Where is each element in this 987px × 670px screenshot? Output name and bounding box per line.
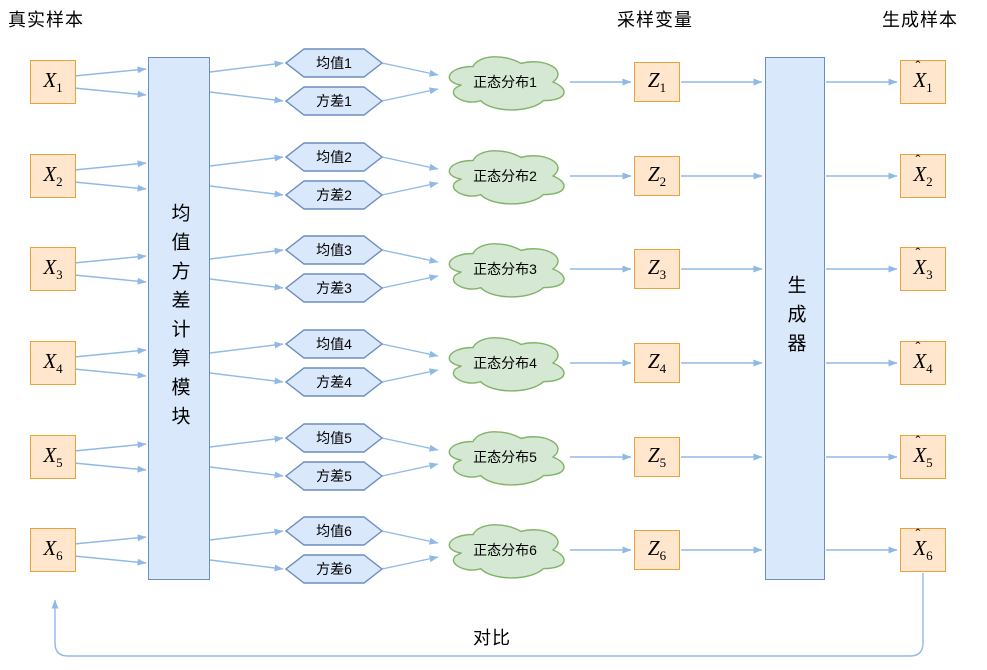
mean-variance-module-label: 均值方差计算模块 bbox=[168, 202, 190, 435]
compare-label: 对比 bbox=[473, 628, 511, 648]
row-4-shapes bbox=[73, 329, 898, 397]
variance-hexagon bbox=[284, 180, 384, 210]
variance-label-2: 方差2 bbox=[316, 187, 352, 203]
latent-box-1: Z1 bbox=[634, 62, 680, 102]
latent-label: Z1 bbox=[647, 67, 667, 96]
variance-label-5: 方差5 bbox=[316, 468, 352, 484]
compare-loop-arrow bbox=[51, 573, 924, 657]
mean-hexagon bbox=[284, 329, 384, 359]
real-sample-box-1: X1 bbox=[30, 60, 76, 104]
latent-box-5: Z5 bbox=[634, 437, 680, 477]
distribution-label-2: 正态分布2 bbox=[473, 168, 537, 184]
latent-label: Z2 bbox=[647, 161, 667, 190]
latent-label: Z3 bbox=[647, 254, 667, 283]
latent-label: Z5 bbox=[647, 442, 667, 471]
mean-label-4: 均值4 bbox=[316, 336, 352, 352]
real-sample-label: X1 bbox=[43, 67, 63, 96]
row-2-shapes bbox=[73, 142, 898, 210]
latent-box-6: Z6 bbox=[634, 530, 680, 570]
variance-label-1: 方差1 bbox=[316, 93, 352, 109]
distribution-label-4: 正态分布4 bbox=[473, 355, 537, 371]
real-sample-box-5: X5 bbox=[30, 435, 76, 479]
variance-hexagon bbox=[284, 461, 384, 491]
mean-label-5: 均值5 bbox=[316, 430, 352, 446]
latent-label: Z6 bbox=[647, 535, 667, 564]
variance-hexagon bbox=[284, 273, 384, 303]
variance-label-6: 方差6 bbox=[316, 561, 352, 577]
mean-label-2: 均值2 bbox=[316, 149, 352, 165]
real-sample-box-3: X3 bbox=[30, 247, 76, 291]
real-sample-label: X4 bbox=[43, 348, 63, 377]
real-sample-box-2: X2 bbox=[30, 154, 76, 198]
real-sample-label: X6 bbox=[43, 535, 63, 564]
row-3-shapes bbox=[73, 235, 898, 303]
row-1-shapes bbox=[73, 48, 898, 116]
distribution-label-6: 正态分布6 bbox=[473, 542, 537, 558]
mean-label-6: 均值6 bbox=[316, 523, 352, 539]
mean-hexagon bbox=[284, 142, 384, 172]
row-5-shapes bbox=[73, 423, 898, 491]
mean-hexagon bbox=[284, 48, 384, 78]
latent-label: Z4 bbox=[647, 348, 667, 377]
variance-hexagon bbox=[284, 367, 384, 397]
distribution-label-5: 正态分布5 bbox=[473, 449, 537, 465]
mean-variance-module: 均值方差计算模块 bbox=[148, 57, 210, 580]
real-sample-label: X5 bbox=[43, 442, 63, 471]
mean-hexagon bbox=[284, 235, 384, 265]
mean-label-1: 均值1 bbox=[316, 55, 352, 71]
real-sample-box-4: X4 bbox=[30, 341, 76, 385]
distribution-label-3: 正态分布3 bbox=[473, 261, 537, 277]
real-sample-label: X3 bbox=[43, 254, 63, 283]
real-sample-box-6: X6 bbox=[30, 528, 76, 572]
generator-module-label: 生成器 bbox=[784, 275, 806, 362]
mean-hexagon bbox=[284, 423, 384, 453]
variance-hexagon bbox=[284, 86, 384, 116]
latent-box-3: Z3 bbox=[634, 249, 680, 289]
mean-label-3: 均值3 bbox=[316, 242, 352, 258]
label-generated-samples: 生成样本 bbox=[882, 10, 958, 30]
latent-box-2: Z2 bbox=[634, 156, 680, 196]
latent-box-4: Z4 bbox=[634, 343, 680, 383]
real-sample-label: X2 bbox=[43, 161, 63, 190]
mean-hexagon bbox=[284, 516, 384, 546]
variance-label-3: 方差3 bbox=[316, 280, 352, 296]
variance-label-4: 方差4 bbox=[316, 374, 352, 390]
variance-hexagon bbox=[284, 554, 384, 584]
generator-module: 生成器 bbox=[765, 57, 825, 580]
distribution-label-1: 正态分布1 bbox=[473, 74, 537, 90]
label-real-samples: 真实样本 bbox=[8, 10, 84, 30]
row-6-shapes bbox=[73, 516, 898, 584]
label-sampled-variables: 采样变量 bbox=[617, 10, 693, 30]
